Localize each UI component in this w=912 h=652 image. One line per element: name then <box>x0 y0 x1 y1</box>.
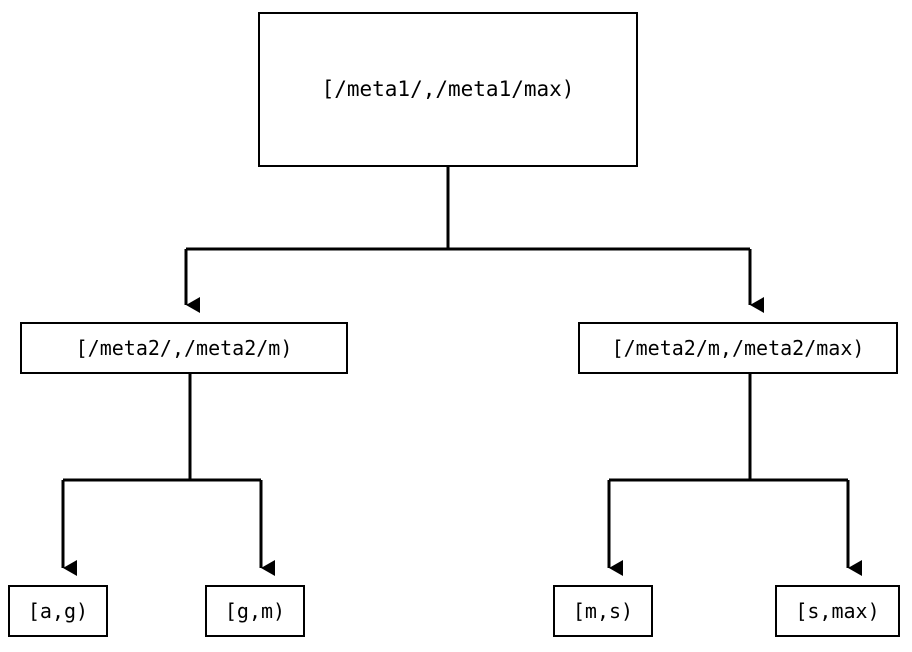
node-leaf-a-g[interactable]: [a,g) <box>8 585 108 637</box>
node-leaf-g-m[interactable]: [g,m) <box>205 585 305 637</box>
node-mid-right-label: [/meta2/m,/meta2/max) <box>611 336 865 360</box>
node-mid-left[interactable]: [/meta2/,/meta2/m) <box>20 322 348 374</box>
node-leaf-s-max-label: [s,max) <box>795 599 880 623</box>
node-leaf-a-g-label: [a,g) <box>27 599 89 623</box>
node-leaf-m-s[interactable]: [m,s) <box>553 585 653 637</box>
node-leaf-m-s-label: [m,s) <box>572 599 634 623</box>
node-mid-right[interactable]: [/meta2/m,/meta2/max) <box>578 322 898 374</box>
node-leaf-s-max[interactable]: [s,max) <box>775 585 900 637</box>
node-root-label: [/meta1/,/meta1/max) <box>321 77 575 101</box>
node-leaf-g-m-label: [g,m) <box>224 599 286 623</box>
node-mid-left-label: [/meta2/,/meta2/m) <box>75 336 293 360</box>
node-root[interactable]: [/meta1/,/meta1/max) <box>258 12 638 167</box>
